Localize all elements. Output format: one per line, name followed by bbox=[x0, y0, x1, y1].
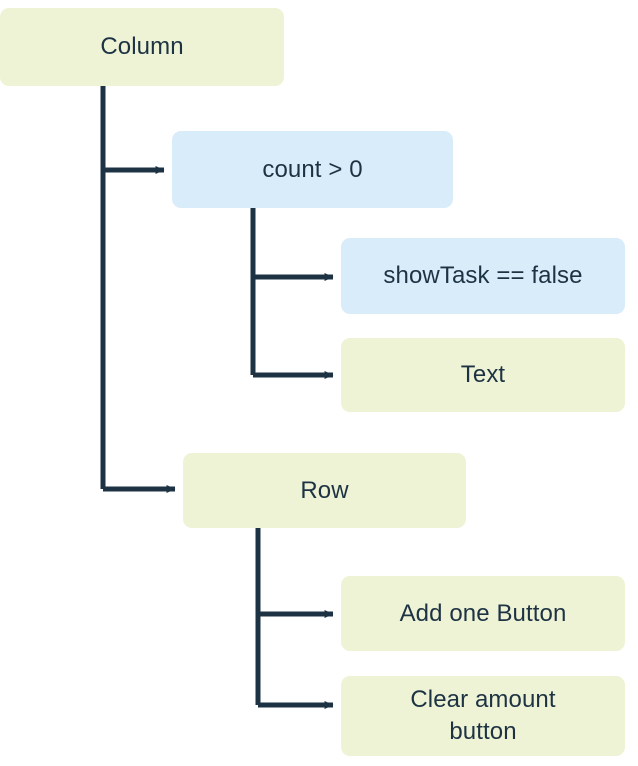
node-count-condition[interactable]: count > 0 bbox=[172, 131, 453, 208]
node-clear-amount-button[interactable]: Clear amount button bbox=[341, 676, 625, 756]
node-showtask-condition-label: showTask == false bbox=[383, 262, 583, 290]
node-column-label: Column bbox=[100, 33, 184, 61]
node-add-one-button[interactable]: Add one Button bbox=[341, 576, 625, 651]
node-text-widget[interactable]: Text bbox=[341, 338, 625, 412]
node-count-condition-label: count > 0 bbox=[262, 155, 363, 183]
node-row-label: Row bbox=[300, 476, 349, 504]
node-row[interactable]: Row bbox=[183, 453, 466, 528]
node-showtask-condition[interactable]: showTask == false bbox=[341, 238, 625, 314]
node-text-widget-label: Text bbox=[460, 361, 506, 389]
node-add-one-button-label: Add one Button bbox=[399, 599, 567, 627]
node-column[interactable]: Column bbox=[0, 8, 284, 86]
node-clear-amount-button-label: Clear amount button bbox=[410, 686, 556, 745]
